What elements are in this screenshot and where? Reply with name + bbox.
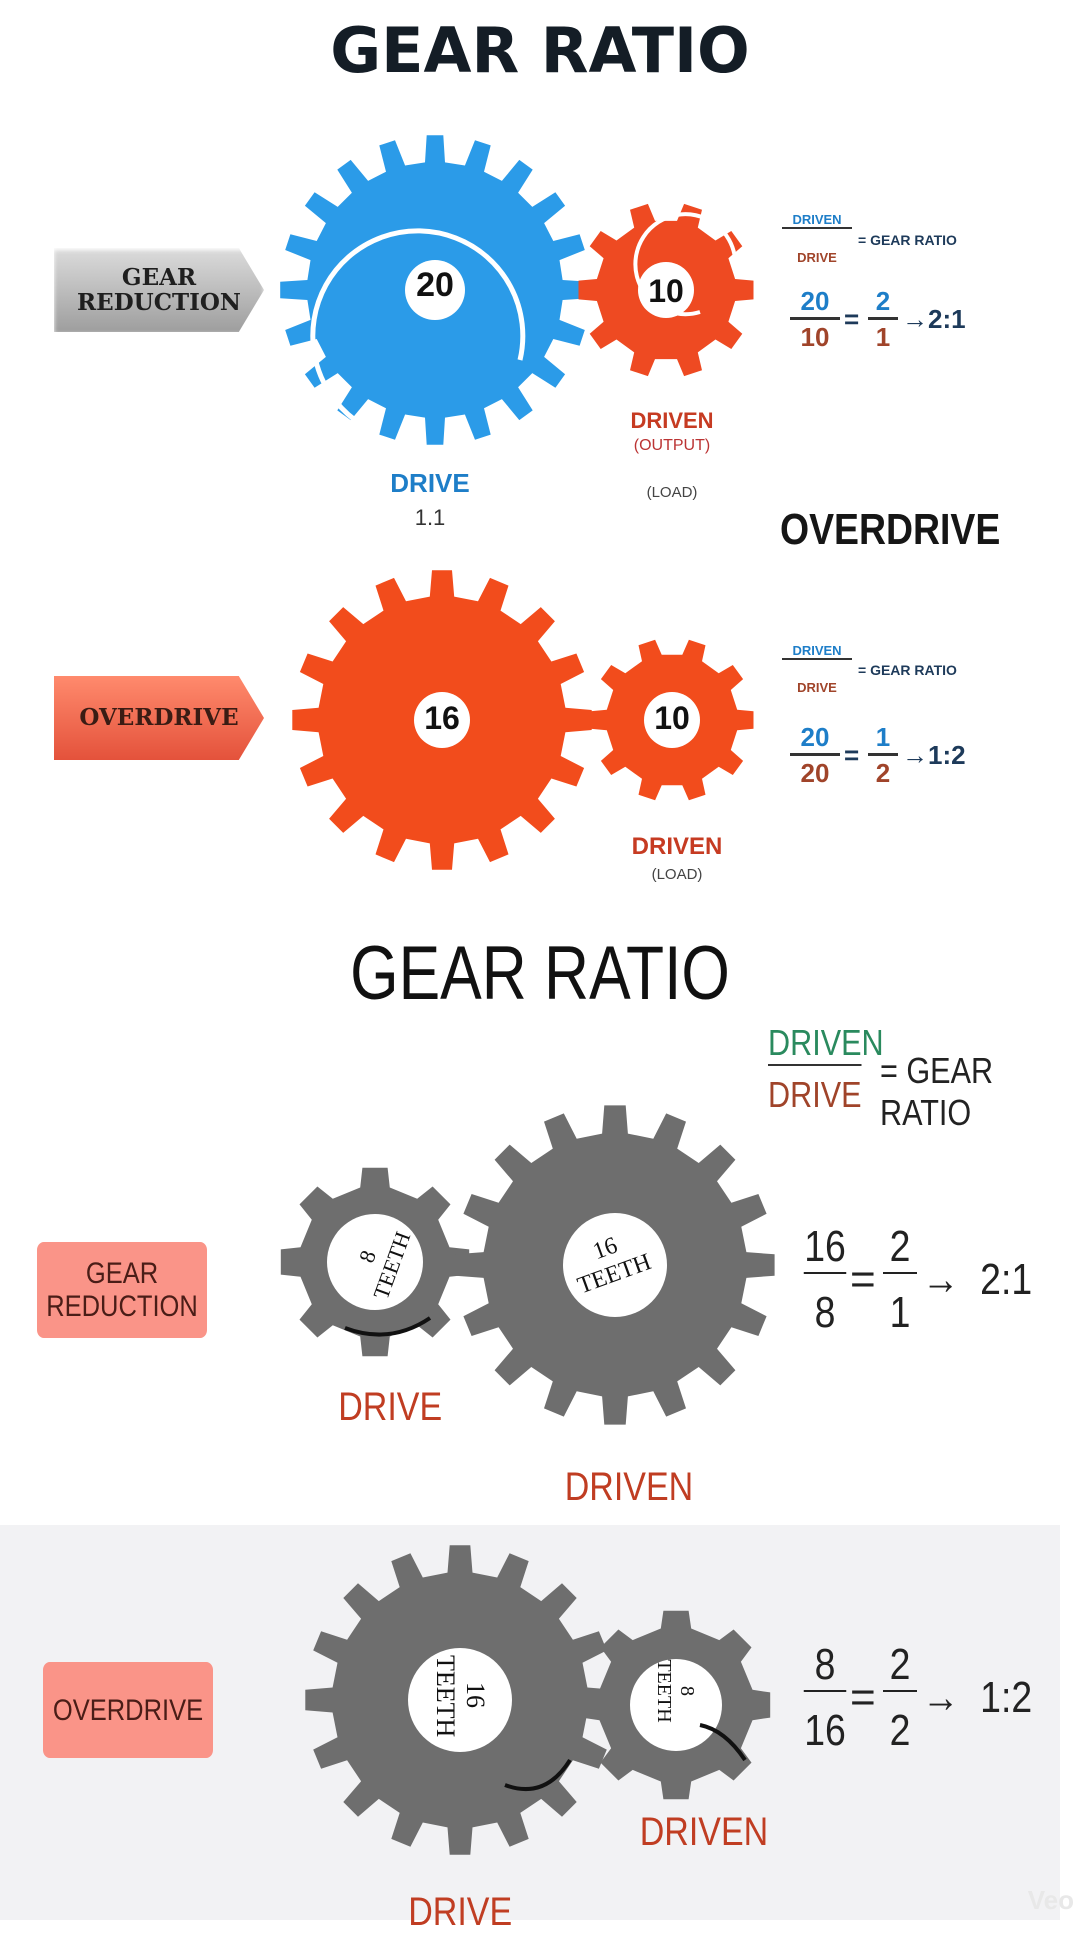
formula-denominator: DRIVE bbox=[768, 1074, 862, 1115]
drive-teeth-count: 16 bbox=[424, 700, 460, 736]
overdrive-tag: OVERDRIVE bbox=[43, 1662, 213, 1758]
overdrive-heading: OVERDRIVE bbox=[780, 505, 1001, 554]
overdrive-tag: OVERDRIVE bbox=[54, 676, 264, 760]
calc-denominator: 10 bbox=[800, 322, 830, 352]
simplified-numerator: 2 bbox=[883, 1222, 917, 1274]
simplified-denominator: 2 bbox=[875, 758, 891, 788]
watermark: Veo bbox=[1027, 1885, 1074, 1915]
tag-label: OVERDRIVE bbox=[52, 1693, 204, 1727]
tag-label: GEAR REDUCTION bbox=[77, 263, 241, 316]
drive-label: DRIVE bbox=[408, 1890, 513, 1934]
drive-gear-hub bbox=[405, 260, 465, 320]
drive-label: DRIVE bbox=[390, 468, 470, 498]
drive-gear-hub bbox=[327, 1214, 423, 1310]
ratio-result: →1:2 bbox=[902, 740, 966, 770]
formula-numerator: DRIVEN bbox=[782, 643, 852, 660]
simplified-numerator: 2 bbox=[883, 1640, 917, 1692]
driven-gear-hub bbox=[644, 692, 700, 748]
driven-gear-hub bbox=[630, 1659, 722, 1751]
gear-reduction-tag: GEAR REDUCTION bbox=[54, 248, 264, 332]
driven-label: DRIVEN bbox=[639, 1810, 769, 1854]
drive-teeth-count: 20 bbox=[416, 266, 454, 304]
gear-reduction-tag: GEAR REDUCTION bbox=[37, 1242, 207, 1338]
simplified-denominator: 2 bbox=[889, 1706, 911, 1755]
simplified-denominator: 1 bbox=[875, 322, 891, 352]
ratio-result: → 2:1 bbox=[922, 1255, 1033, 1304]
formula-numerator: DRIVEN bbox=[768, 1022, 884, 1066]
calc-numerator: 8 bbox=[803, 1640, 847, 1692]
equals-sign: = bbox=[850, 1673, 876, 1722]
calc-denominator: 8 bbox=[814, 1288, 836, 1337]
calc-numerator: 16 bbox=[803, 1222, 847, 1274]
driven-teeth-count: 10 bbox=[654, 700, 690, 736]
equals-sign: = bbox=[850, 1255, 876, 1304]
driven-load-label: (LOAD) bbox=[651, 866, 703, 883]
ratio-result: → 1:2 bbox=[922, 1673, 1033, 1722]
formula-equals: = GEAR RATIO bbox=[858, 662, 957, 678]
page-title: GEAR RATIO bbox=[330, 14, 750, 87]
ratio-result: →2:1 bbox=[902, 304, 966, 334]
equals-sign: = bbox=[844, 740, 860, 770]
simplified-numerator: 2 bbox=[868, 286, 898, 320]
driven-output-label: (OUTPUT) bbox=[633, 437, 711, 454]
drive-sub-label: 1.1 bbox=[414, 505, 446, 530]
formula-denominator: DRIVE bbox=[797, 680, 837, 695]
rotation-arrow bbox=[633, 212, 737, 317]
rotation-arrow bbox=[310, 228, 526, 423]
simplified-denominator: 1 bbox=[889, 1288, 911, 1337]
formula-denominator: DRIVE bbox=[797, 250, 837, 265]
section-title: GEAR RATIO bbox=[350, 931, 730, 1016]
driven-gear-hub bbox=[563, 1213, 667, 1317]
simplified-numerator: 1 bbox=[868, 722, 898, 756]
calc-numerator: 20 bbox=[790, 722, 840, 756]
driven-label: DRIVEN bbox=[630, 408, 714, 433]
tag-label: GEAR REDUCTION bbox=[46, 1257, 198, 1323]
formula-numerator: DRIVEN bbox=[782, 212, 852, 229]
driven-load-label: (LOAD) bbox=[646, 484, 698, 501]
drive-gear-hub bbox=[414, 692, 470, 748]
equals-sign: = bbox=[844, 304, 860, 334]
calc-numerator: 20 bbox=[790, 286, 840, 320]
rotation-arrow bbox=[344, 1316, 432, 1337]
drive-gear-hub bbox=[408, 1648, 512, 1752]
calc-denominator: 16 bbox=[804, 1706, 846, 1755]
calc-denominator: 20 bbox=[800, 758, 830, 788]
tag-label: OVERDRIVE bbox=[79, 704, 239, 732]
drive-label: DRIVE bbox=[338, 1385, 443, 1429]
driven-gear-text: 8 TEETH bbox=[653, 1659, 698, 1723]
formula-equals: = GEAR RATIO bbox=[880, 1050, 994, 1133]
drive-gear-text: 16 TEETH bbox=[431, 1655, 490, 1738]
rotation-arrow bbox=[504, 1758, 572, 1792]
driven-label: DRIVEN bbox=[564, 1465, 694, 1509]
driven-label: DRIVEN bbox=[631, 833, 723, 860]
rotation-arrow bbox=[699, 1723, 747, 1762]
driven-teeth-count: 10 bbox=[648, 273, 684, 309]
formula-equals: = GEAR RATIO bbox=[858, 232, 957, 248]
